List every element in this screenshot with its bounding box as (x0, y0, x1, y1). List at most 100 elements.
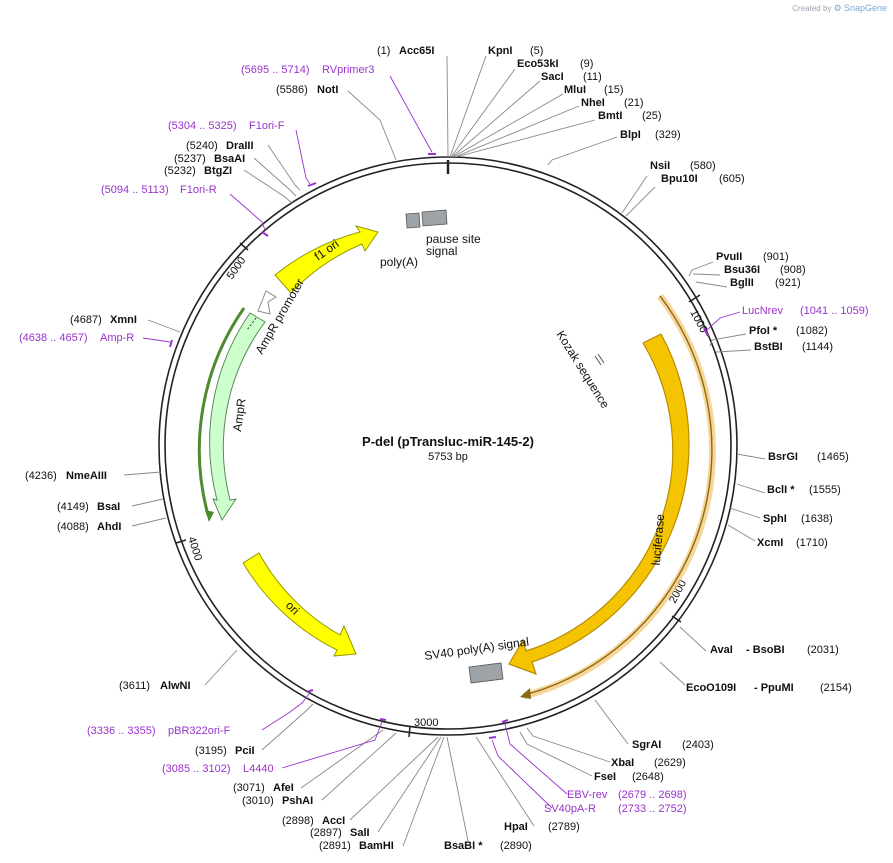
f1-ori-arrow (274, 225, 379, 294)
site-fsei-pos: (2648) (632, 771, 664, 783)
pause-site-label: pause site (426, 232, 481, 246)
site-bsabi-pos: (2890) (500, 840, 532, 852)
site-sphi: SphI (763, 513, 787, 525)
primer-rvprimer3: RVprimer3 (322, 64, 374, 76)
site-eco53ki: Eco53kI (517, 58, 559, 70)
site-noti-pos: (5586) (276, 84, 308, 96)
site-xcmi-pos: (1710) (796, 537, 828, 549)
kozak-label: Kozak sequence (553, 328, 612, 411)
primer-f1ori-f-range: (5304 .. 5325) (168, 120, 237, 132)
credit-brand: SnapGene (843, 3, 887, 13)
site-bsrgi-pos: (1465) (817, 451, 849, 463)
primer-ebv-rev-range: (2679 .. 2698) (618, 789, 687, 801)
site-ppumi: - PpuMI (754, 682, 794, 694)
polya-label: poly(A) (380, 255, 418, 269)
site-bstbi-pos: (1144) (802, 341, 833, 353)
site-bsai: BsaI (97, 501, 120, 513)
site-sgrai-pos: (2403) (682, 739, 714, 751)
kozak-mark-1 (594, 355, 602, 366)
site-acci: AccI (322, 815, 345, 827)
snapgene-logo-icon: ⚙ (833, 3, 842, 13)
primer-f1ori-r: F1ori-R (180, 184, 217, 196)
primer-amp-r: Amp-R (100, 332, 134, 344)
site-bglii: BglII (730, 277, 754, 289)
site-avai-pos: (2031) (807, 644, 839, 656)
ampr-label: AmpR (230, 397, 249, 432)
site-alwni-pos: (3611) (119, 680, 150, 692)
site-hpai-pos: (2789) (548, 821, 580, 833)
f1ori-f-mark (307, 182, 317, 187)
polya-box (405, 212, 421, 229)
site-fsei: FseI (594, 771, 616, 783)
site-nhei: NheI (581, 97, 605, 109)
tick-5000 (239, 242, 249, 251)
site-btgzi-pos: (5232) (164, 165, 196, 177)
primer-lucnrev: LucNrev (742, 305, 783, 317)
site-blpi: BlpI (620, 129, 641, 141)
site-eco0109i: EcoO109I (686, 682, 736, 694)
site-sali: SalI (350, 827, 370, 839)
tick-4000 (175, 539, 187, 544)
site-bsobi: - BsoBI (746, 644, 785, 656)
site-bpu10i-pos: (605) (719, 173, 745, 185)
site-bsu36i-pos: (908) (780, 264, 806, 276)
site-bsabi: BsaBI * (444, 840, 483, 852)
site-xbai: XbaI (611, 757, 634, 769)
primer-sv40pa-r-range: (2733 .. 2752) (618, 803, 687, 815)
primer-marks (169, 153, 709, 739)
primer-l4440-range: (3085 .. 3102) (162, 763, 231, 775)
site-pvuii: PvuII (716, 251, 742, 263)
lucnrev-primer-glow (523, 293, 716, 700)
tick-label-3000: 3000 (414, 717, 438, 729)
l4440-mark (379, 718, 387, 721)
plasmid-name: P-del (pTransluc-miR-145-2) (362, 434, 534, 449)
site-pvuii-pos: (901) (763, 251, 789, 263)
site-sphi-pos: (1638) (801, 513, 833, 525)
amp-r-arrowhead-icon (205, 510, 214, 522)
site-pfoi: PfoI * (749, 325, 778, 337)
primer-rvprimer3-range: (5695 .. 5714) (241, 64, 310, 76)
pbr322ori-f-mark (306, 689, 314, 693)
sv40-polya-box (468, 662, 504, 684)
amp-r-mark (169, 339, 173, 348)
site-xbai-pos: (2629) (654, 757, 686, 769)
f1ori-r-mark (261, 231, 269, 237)
site-btgzi: BtgZI (204, 165, 232, 177)
site-mlui: MluI (564, 84, 586, 96)
primer-sv40pa-r: SV40pA-R (544, 803, 596, 815)
site-hpai: HpaI (504, 821, 528, 833)
site-pfoi-pos: (1082) (796, 325, 828, 337)
primer-labels: (5695 .. 5714) RVprimer3 (5304 .. 5325) … (19, 64, 869, 815)
site-bcli: BclI * (767, 484, 795, 496)
lucnrev-mark (703, 327, 709, 337)
site-eco53ki-pos: (9) (580, 58, 593, 70)
primer-lucnrev-range: (1041 .. 1059) (800, 305, 869, 317)
luciferase-arrow (508, 333, 690, 675)
tick-1000 (688, 294, 701, 303)
site-nsii: NsiI (650, 160, 670, 172)
pause-site-box (421, 209, 448, 227)
site-bglii-pos: (921) (775, 277, 801, 289)
ampr-promoter-divider (246, 317, 257, 331)
luciferase-label: luciferase (649, 513, 667, 566)
site-bsaai-pos: (5237) (174, 153, 206, 165)
site-kpni-pos: (5) (530, 45, 543, 57)
site-alwni: AlwNI (160, 680, 191, 692)
site-nmeaiii: NmeAIII (66, 470, 107, 482)
site-eco0109i-pos: (2154) (820, 682, 852, 694)
site-saci: SacI (541, 71, 564, 83)
site-bstbi: BstBI (754, 341, 783, 353)
primer-leader-lines (142, 75, 741, 809)
ampr-arrow (209, 312, 266, 522)
site-saci-pos: (11) (583, 71, 602, 83)
kozak-mark-2 (597, 353, 605, 364)
primer-pbr322ori-f: pBR322ori-F (168, 725, 231, 737)
tick-3000 (408, 725, 411, 738)
site-nsii-pos: (580) (690, 160, 716, 172)
site-draiii: DraIII (226, 140, 254, 152)
site-labels: (1) Acc65I KpnI (5) Eco53kI (9) SacI (11… (25, 45, 852, 852)
site-acc65i: Acc65I (399, 45, 434, 57)
site-acci-pos: (2898) (282, 815, 314, 827)
site-kpni: KpnI (488, 45, 512, 57)
